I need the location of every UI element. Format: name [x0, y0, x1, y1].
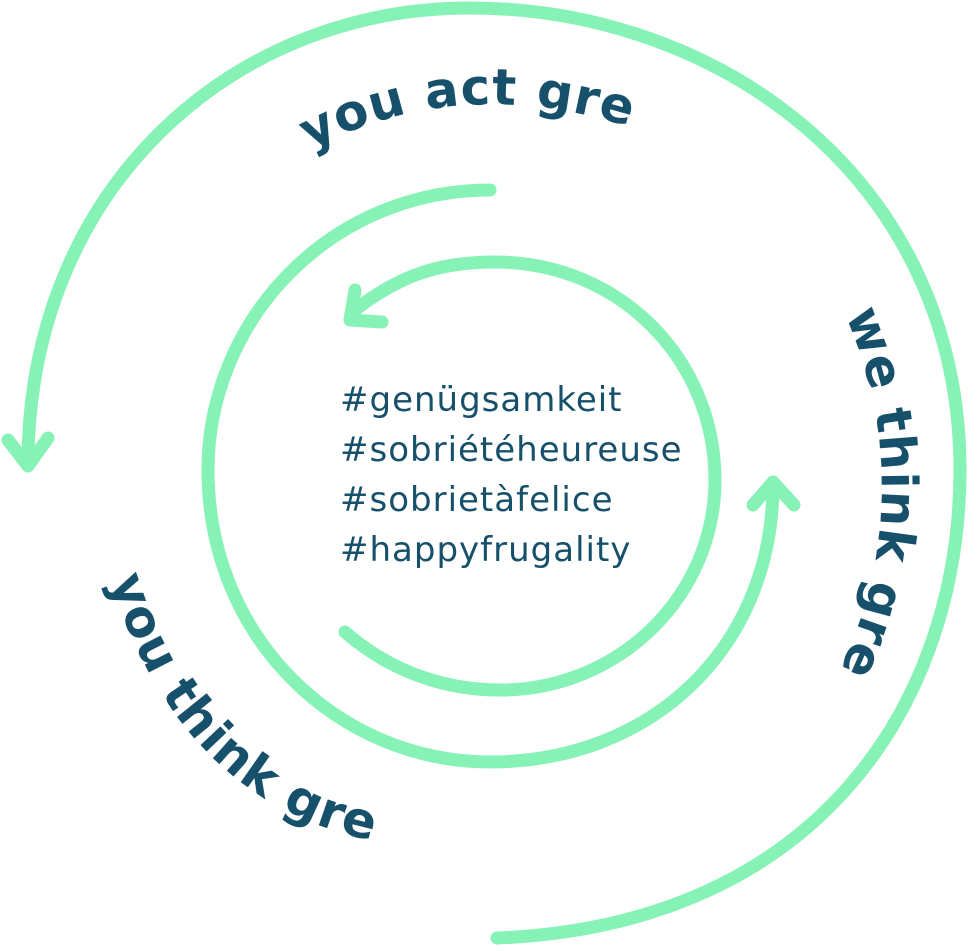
middle-spiral-arc: [201, 183, 780, 769]
hashtag-sobrieta-felice: #sobrietàfelice: [340, 480, 614, 520]
hashtag-happy-frugality: #happyfrugality: [340, 530, 632, 570]
middle-arrowhead-icon: [746, 475, 801, 512]
hashtag-sobriete-heureuse: #sobriétéheureuse: [340, 430, 683, 470]
hashtag-list: #genügsamkeit #sobriétéheureuse #sobriet…: [340, 375, 720, 575]
hashtag-genugsamkeit: #genügsamkeit: [340, 380, 623, 420]
label-you-act-green: you act green: [0, 0, 643, 160]
inner-spiral-arc: [338, 255, 722, 697]
inner-arrowhead-icon: [343, 283, 389, 329]
outer-spiral-arc: [21, 1, 967, 945]
outer-arrowhead-icon: [1, 431, 55, 473]
